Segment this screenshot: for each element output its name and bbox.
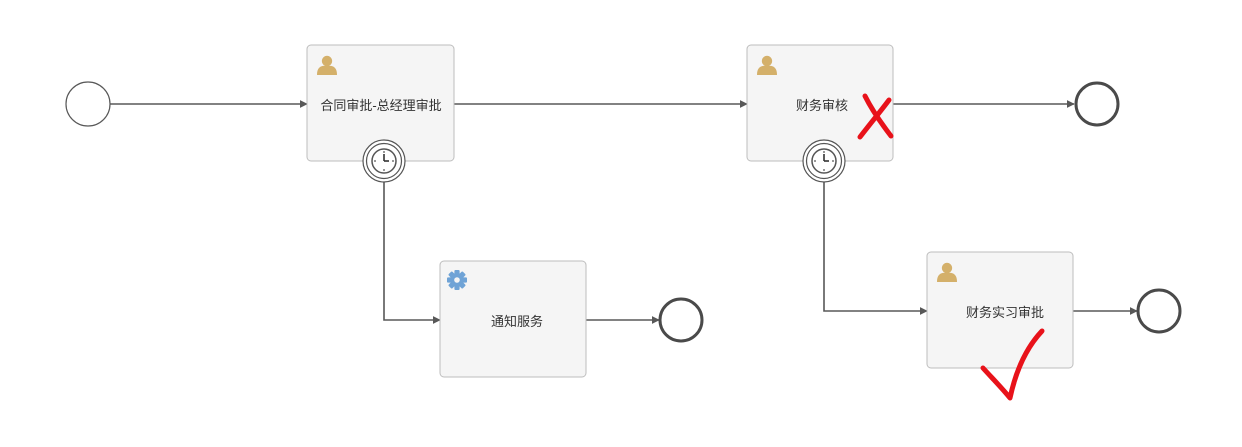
clock-icon [371, 148, 397, 174]
task-label: 合同审批-总经理审批 [320, 98, 441, 113]
timer-boundary-event[interactable] [362, 139, 406, 183]
end-event[interactable] [658, 297, 704, 343]
flow-timer2-to-finance-intern-approval[interactable] [823, 182, 928, 315]
end-event[interactable] [1136, 288, 1182, 334]
flow-timer1-to-notify-service[interactable] [383, 182, 441, 324]
task-finance-review[interactable]: 财务审核 [746, 44, 894, 162]
task-label: 通知服务 [491, 314, 543, 329]
task-label: 财务实习审批 [966, 305, 1044, 320]
clock-icon [811, 148, 837, 174]
timer-boundary-event[interactable] [802, 139, 846, 183]
task-contract-approval[interactable]: 合同审批-总经理审批 [306, 44, 455, 162]
task-notify-service[interactable]: 通知服务 [439, 260, 587, 378]
end-event[interactable] [1074, 81, 1120, 127]
cross-mark-icon [857, 93, 894, 140]
task-finance-intern-approval[interactable]: 财务实习审批 [926, 251, 1074, 369]
task-label: 财务审核 [796, 98, 848, 113]
check-mark-icon [980, 328, 1045, 401]
gear-icon [447, 270, 467, 290]
start-event[interactable] [65, 81, 111, 127]
